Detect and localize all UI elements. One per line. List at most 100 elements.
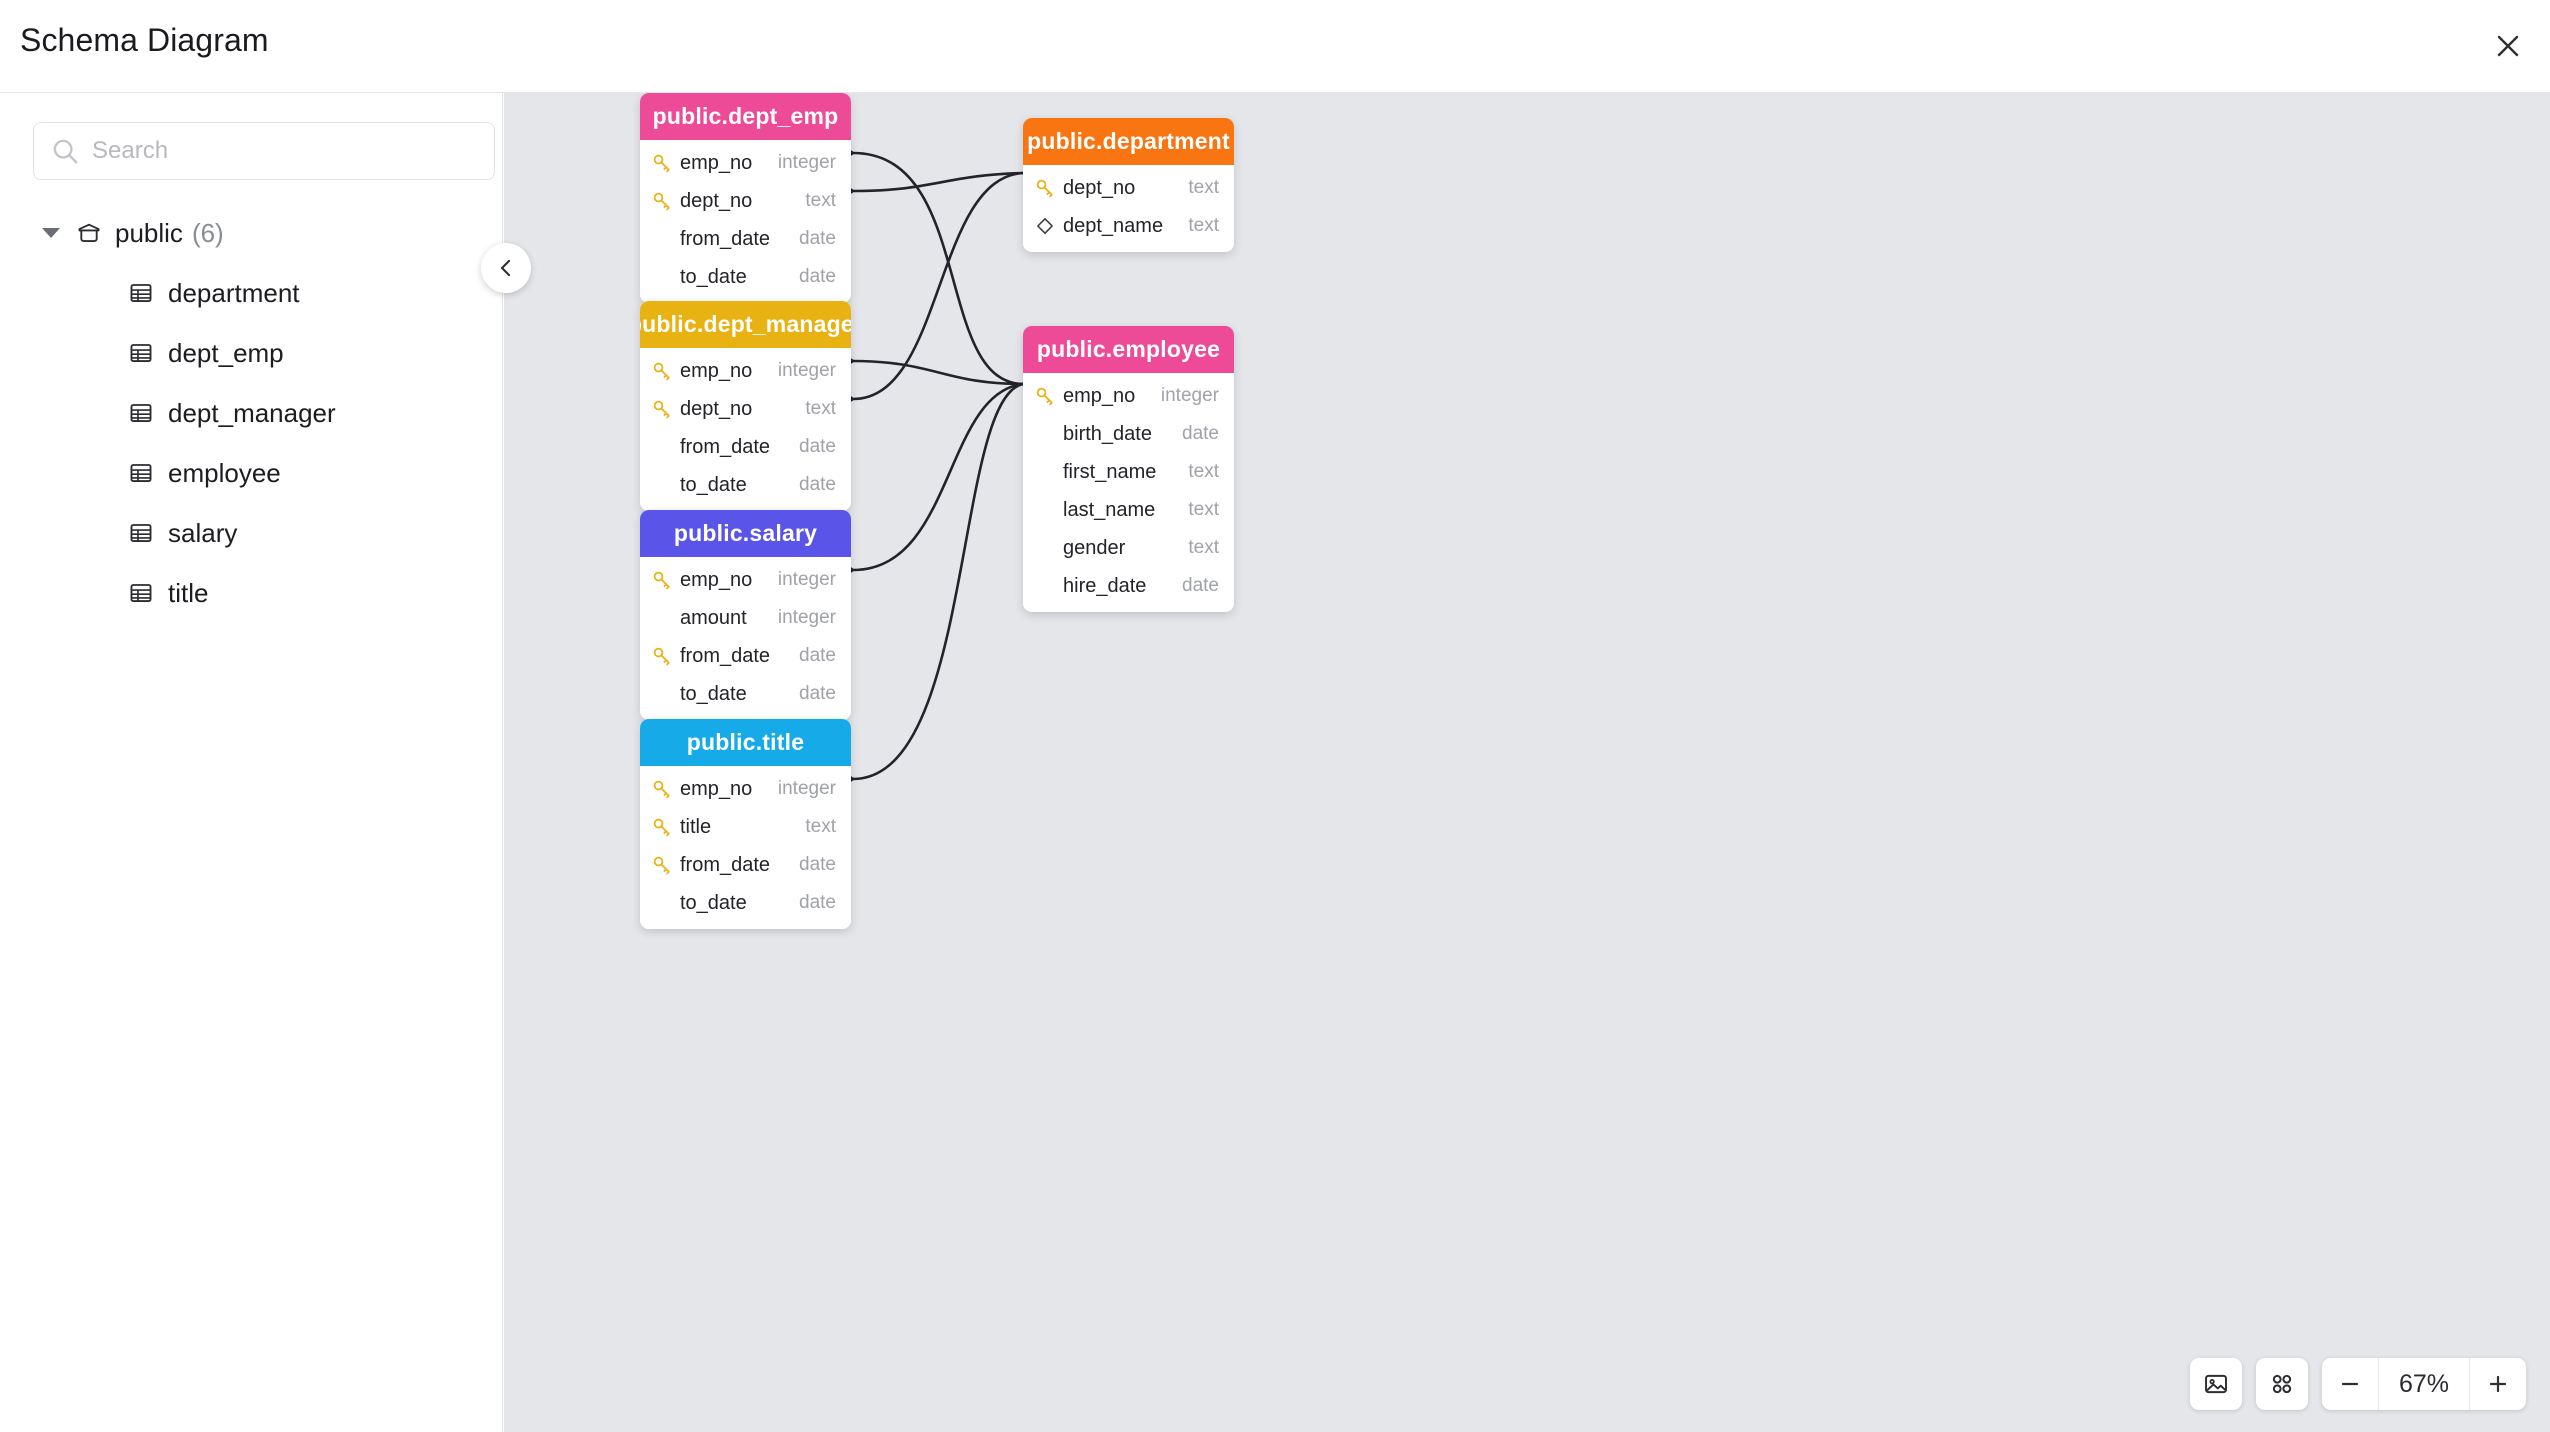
- sidebar-item-label: dept_emp: [168, 337, 284, 368]
- minus-icon: [2341, 1382, 2359, 1386]
- sidebar-item-dept_emp[interactable]: dept_emp: [0, 323, 503, 383]
- image-icon: [2205, 1374, 2227, 1394]
- key-icon: [653, 647, 670, 666]
- caret-down-icon[interactable]: [42, 228, 60, 238]
- table-card-dept_manager[interactable]: public.dept_manageremp_nointegerdept_not…: [640, 301, 851, 511]
- zoom-out-button[interactable]: [2322, 1358, 2378, 1410]
- column-type: text: [805, 190, 836, 211]
- column-row[interactable]: from_date date: [640, 637, 851, 675]
- table-card-header[interactable]: public.title: [640, 719, 851, 766]
- column-type: integer: [777, 360, 836, 381]
- key-icon: [653, 571, 670, 590]
- search-input[interactable]: [92, 137, 478, 165]
- search-box[interactable]: [33, 122, 495, 180]
- sidebar-item-dept_manager[interactable]: dept_manager: [0, 383, 503, 443]
- table-card-title: public.employee: [1036, 336, 1221, 362]
- column-name: amount: [680, 606, 747, 629]
- column-name: emp_no: [680, 151, 753, 174]
- plus-icon: [2489, 1375, 2507, 1393]
- column-type: integer: [777, 569, 836, 590]
- column-row[interactable]: to_date date: [640, 466, 851, 504]
- sidebar-item-title[interactable]: title: [0, 563, 503, 623]
- sidebar-item-salary[interactable]: salary: [0, 503, 503, 563]
- column-name: emp_no: [680, 568, 753, 591]
- column-type: text: [1188, 537, 1219, 558]
- table-icon: [130, 284, 152, 302]
- grid-icon: [2272, 1374, 2292, 1394]
- edge-title-employee: [852, 382, 1024, 781]
- close-button[interactable]: [2484, 22, 2532, 70]
- column-name: from_date: [680, 227, 771, 250]
- key-icon: [653, 780, 670, 799]
- schema-icon: [78, 223, 100, 242]
- column-name: to_date: [680, 265, 747, 288]
- sidebar-item-employee[interactable]: employee: [0, 443, 503, 503]
- export-image-button[interactable]: [2190, 1358, 2242, 1410]
- zoom-in-button[interactable]: [2470, 1358, 2526, 1410]
- column-name: last_name: [1063, 498, 1156, 521]
- column-type: integer: [1160, 385, 1219, 406]
- column-name: from_date: [680, 644, 771, 667]
- table-card-title: public.title: [686, 729, 805, 755]
- column-type: date: [799, 892, 836, 913]
- tree-node-public[interactable]: public (6): [0, 203, 503, 263]
- search-icon: [53, 139, 78, 164]
- edge-dept_emp-employee: [852, 151, 1024, 386]
- column-row[interactable]: gender text: [1023, 529, 1234, 567]
- sidebar: public (6) department dept_emp dept_manage…: [0, 93, 503, 1432]
- column-name: dept_no: [680, 397, 753, 420]
- diamond-icon: [1037, 218, 1053, 234]
- zoom-level-label[interactable]: 67%: [2378, 1358, 2470, 1410]
- edge-salary-employee: [852, 382, 1024, 572]
- column-row[interactable]: emp_no integer: [640, 561, 851, 599]
- sidebar-item-label: title: [168, 577, 209, 608]
- column-type: date: [799, 474, 836, 495]
- schema-name: public: [115, 217, 183, 248]
- column-type: date: [799, 645, 836, 666]
- table-card-header[interactable]: public.employee: [1023, 326, 1234, 373]
- column-type: date: [799, 683, 836, 704]
- table-card-header[interactable]: public.dept_emp: [640, 93, 851, 140]
- sidebar-item-department[interactable]: department: [0, 263, 503, 323]
- column-name: dept_name: [1063, 214, 1164, 237]
- fit-view-button[interactable]: [2256, 1358, 2308, 1410]
- column-name: gender: [1063, 536, 1126, 559]
- table-card-header[interactable]: public.dept_manager: [640, 301, 851, 348]
- table-card-title: public.dept_manager: [640, 311, 851, 337]
- sidebar-collapse-button[interactable]: [481, 243, 531, 293]
- schema-tree: public (6) department dept_emp dept_manage…: [0, 203, 503, 623]
- column-type: date: [1182, 423, 1219, 444]
- table-card-header[interactable]: public.department: [1023, 118, 1234, 165]
- key-icon: [653, 154, 670, 173]
- table-card-header[interactable]: public.salary: [640, 510, 851, 557]
- column-name: to_date: [680, 473, 747, 496]
